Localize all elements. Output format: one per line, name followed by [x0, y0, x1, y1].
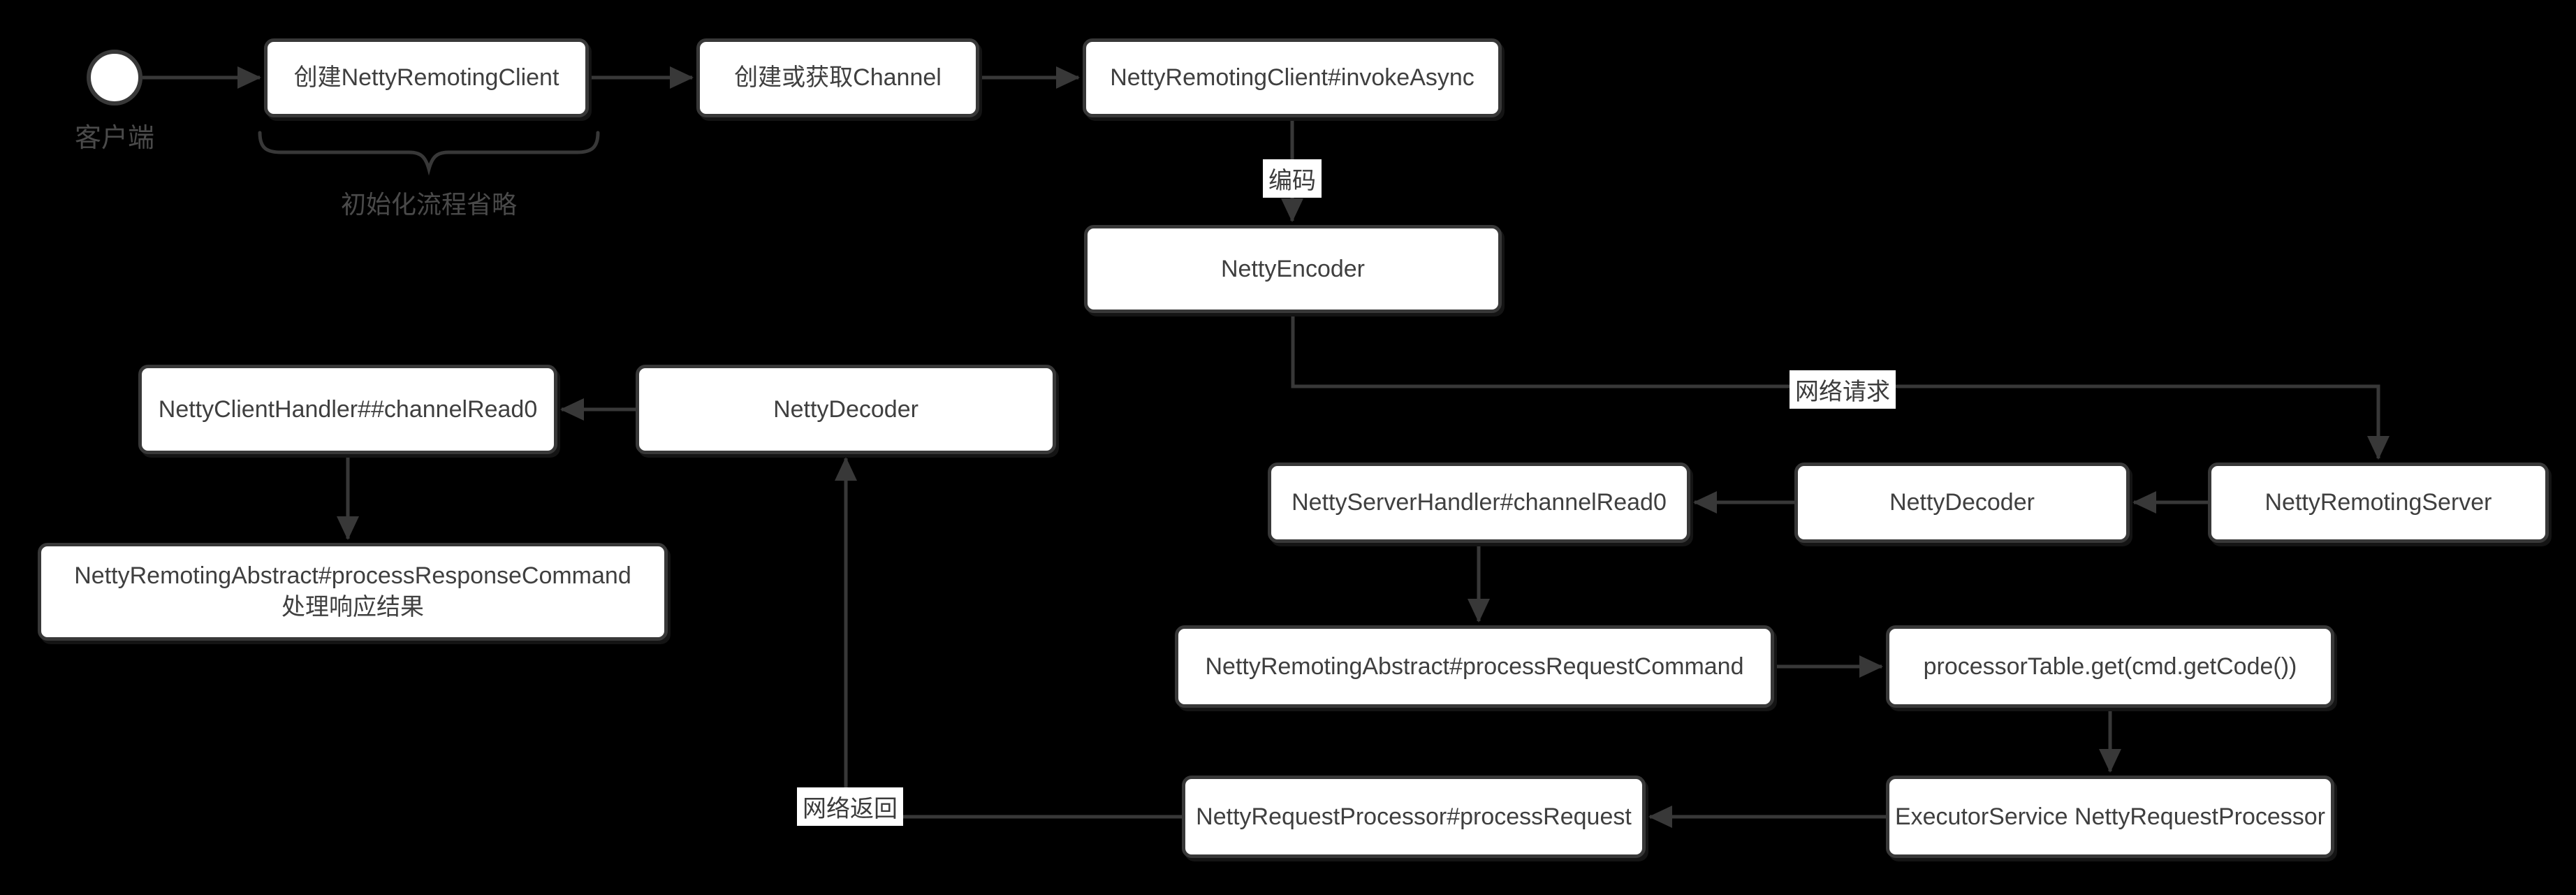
node-label: NettyDecoder: [773, 395, 919, 423]
node-label: NettyEncoder: [1221, 255, 1365, 282]
edge-label-network-return: 网络返回: [797, 787, 903, 826]
init-scope-brace: [258, 131, 600, 176]
node-process-response-command: NettyRemotingAbstract#processResponseCom…: [38, 543, 668, 641]
node-netty-server-handler: NettyServerHandler#channelRead0: [1268, 463, 1690, 543]
init-flow-note: 初始化流程省略: [340, 190, 517, 219]
edge-label-network-request: 网络请求: [1790, 370, 1896, 409]
node-netty-client-handler: NettyClientHandler##channelRead0: [138, 365, 557, 454]
node-netty-encoder: NettyEncoder: [1084, 225, 1502, 313]
node-label: processorTable.get(cmd.getCode()): [1923, 653, 2297, 680]
node-label: NettyDecoder: [1889, 489, 2035, 516]
node-server-netty-decoder: NettyDecoder: [1794, 463, 2130, 543]
node-label: NettyRequestProcessor#processRequest: [1196, 803, 1632, 830]
node-create-netty-remoting-client: 创建NettyRemotingClient: [264, 38, 589, 117]
node-invoke-async: NettyRemotingClient#invokeAsync: [1083, 38, 1502, 117]
node-label-line2: 处理响应结果: [281, 594, 424, 620]
node-label: ExecutorService NettyRequestProcessor: [1894, 803, 2326, 830]
node-label: NettyRemotingAbstract#processRequestComm…: [1205, 653, 1744, 680]
edge-request-processor-to-client-decoder: [835, 457, 1182, 819]
client-label: 客户端: [74, 124, 154, 153]
node-label-line1: NettyRemotingAbstract#processResponseCom…: [74, 562, 631, 590]
edge-label-encode: 编码: [1263, 159, 1322, 198]
node-executor-service: ExecutorService NettyRequestProcessor: [1886, 776, 2334, 858]
node-label: NettyRemotingClient#invokeAsync: [1110, 64, 1474, 92]
node-client-netty-decoder: NettyDecoder: [636, 365, 1056, 454]
node-process-request-command: NettyRemotingAbstract#processRequestComm…: [1175, 625, 1774, 708]
node-label: NettyServerHandler#channelRead0: [1291, 489, 1667, 516]
node-label: NettyRemotingServer: [2264, 489, 2492, 516]
node-create-or-get-channel: 创建或获取Channel: [696, 38, 979, 117]
start-node-circle: [87, 50, 142, 105]
node-request-processor-process-request: NettyRequestProcessor#processRequest: [1182, 776, 1646, 858]
node-label: 创建或获取Channel: [734, 64, 942, 92]
node-label: 创建NettyRemotingClient: [293, 64, 559, 92]
node-label: NettyClientHandler##channelRead0: [158, 395, 538, 423]
node-netty-remoting-server: NettyRemotingServer: [2208, 463, 2549, 543]
node-processor-table-get: processorTable.get(cmd.getCode()): [1886, 625, 2334, 708]
